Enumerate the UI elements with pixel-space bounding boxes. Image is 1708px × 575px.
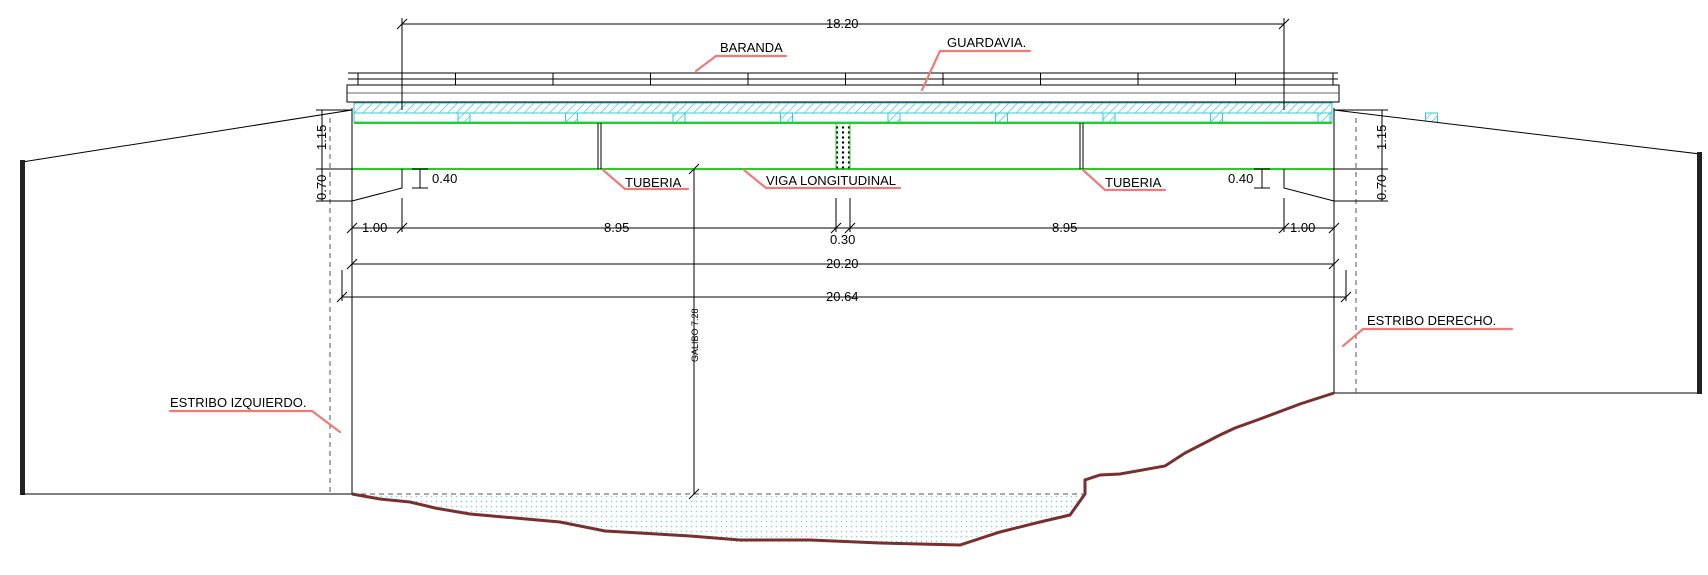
dim-right-span: 8.95	[1052, 220, 1077, 235]
girders	[352, 122, 1334, 170]
dim-total-width: 20.64	[826, 289, 859, 304]
label-estribo-derecho: ESTRIBO DERECHO.	[1367, 313, 1496, 328]
deck-support-block	[1210, 112, 1223, 123]
dim-left-h-upper: 1.15	[314, 125, 329, 150]
dim-right-h-upper: 1.15	[1374, 125, 1389, 150]
deck-support-block	[672, 112, 686, 123]
label-baranda: BARANDA	[720, 40, 783, 55]
dim-center-gap: 0.30	[830, 232, 855, 247]
galibo-label: GALIBO 7.28	[690, 308, 700, 362]
dim-right-cantilever: 1.00	[1290, 220, 1315, 235]
deck-support-block	[1425, 112, 1438, 123]
terrain-profile	[351, 391, 1335, 547]
dim-left-cantilever: 1.00	[362, 220, 387, 235]
label-estribo-izquierdo: ESTRIBO IZQUIERDO.	[170, 395, 307, 410]
railing	[346, 72, 1340, 103]
dim-right-h-lower: 0.70	[1374, 175, 1389, 200]
deck-support-block	[565, 112, 578, 123]
dim-deck-width: 20.20	[826, 256, 859, 271]
label-tuberia-left: TUBERIA	[625, 175, 682, 190]
viga-longitudinal-section	[835, 122, 851, 170]
dim-left-offset: 0.40	[432, 171, 457, 186]
deck-support-block	[1317, 112, 1331, 123]
dim-left-span: 8.95	[604, 220, 629, 235]
deck-support-block	[887, 112, 901, 123]
water-area	[352, 494, 1085, 545]
deck-support-block	[780, 112, 793, 123]
deck-support-block	[1102, 112, 1116, 123]
right-abutment	[1333, 109, 1702, 394]
left-abutment	[20, 109, 353, 495]
label-guardavia: GUARDAVIA.	[947, 35, 1026, 50]
deck-slab	[353, 102, 1438, 124]
dimension-lines	[316, 18, 1388, 303]
dim-left-h-lower: 0.70	[314, 175, 329, 200]
label-tuberia-right: TUBERIA	[1105, 175, 1162, 190]
dim-top-span: 18.20	[826, 16, 859, 31]
galibo-dimension: GALIBO 7.28	[688, 163, 700, 500]
deck-support-block	[995, 112, 1008, 123]
dim-right-offset: 0.40	[1228, 171, 1253, 186]
deck-support-block	[457, 112, 471, 123]
label-viga-longitudinal: VIGA LONGITUDINAL	[766, 173, 896, 188]
